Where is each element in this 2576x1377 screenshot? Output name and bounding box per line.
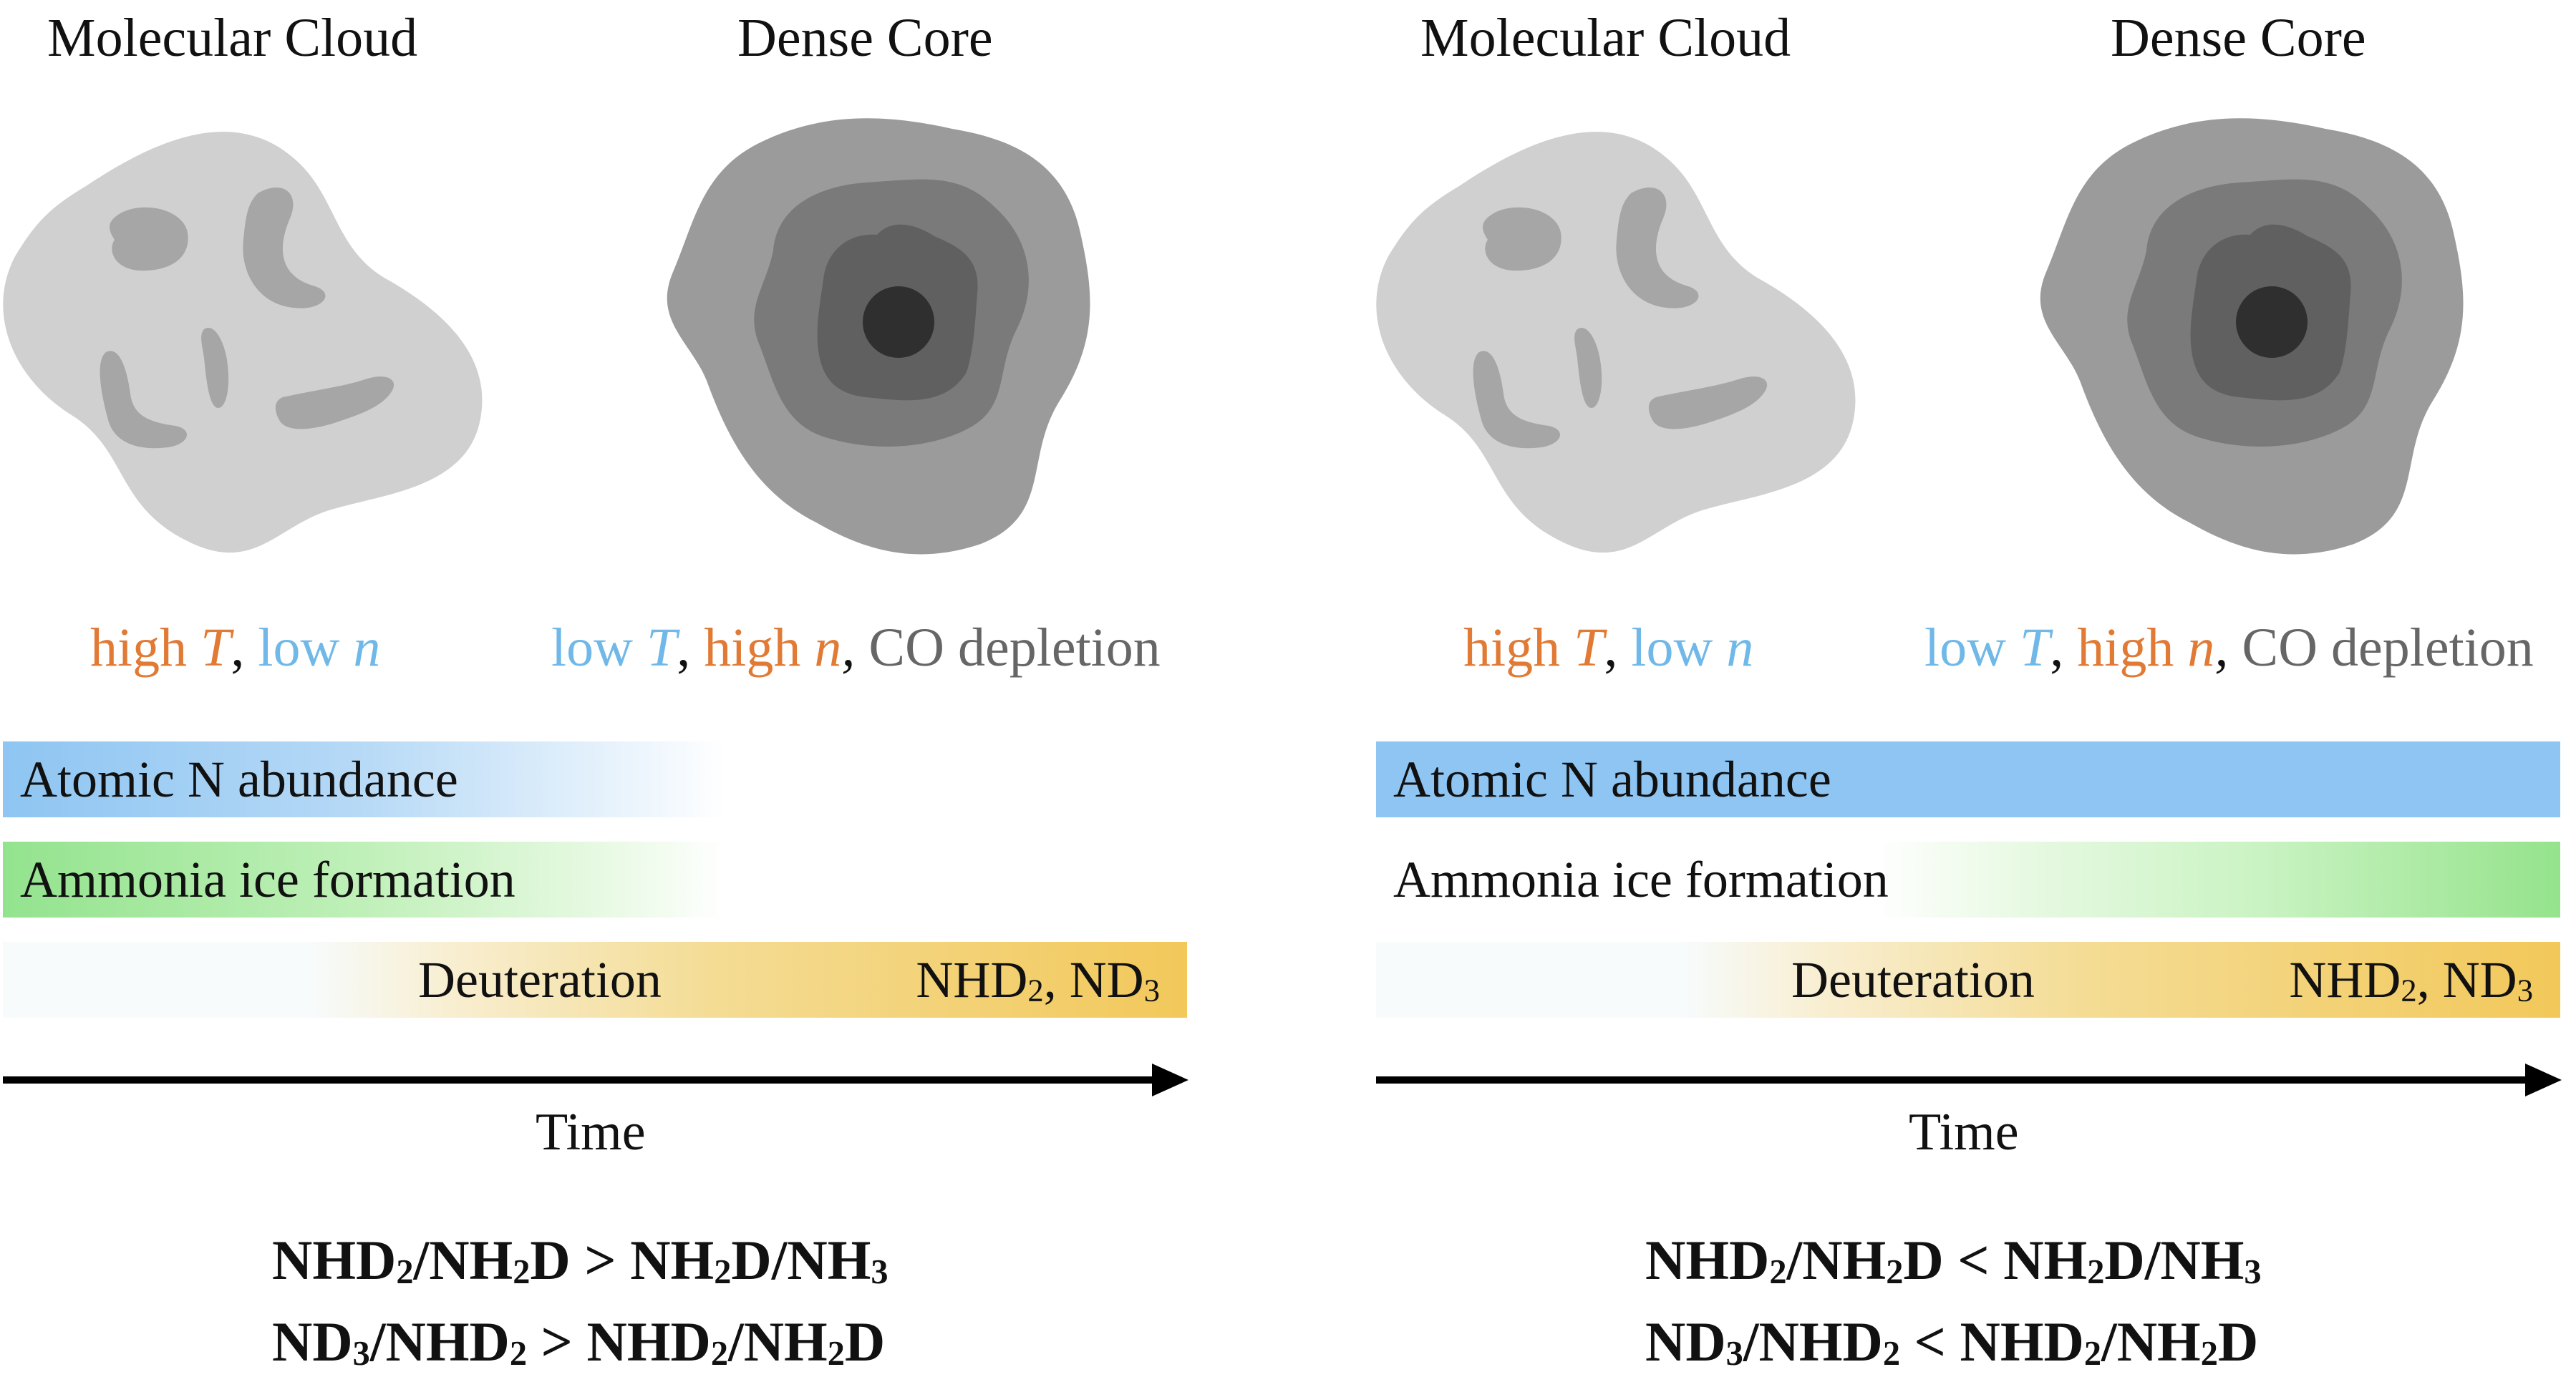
- cond-sep: ,: [2050, 618, 2078, 678]
- ratio-line-2: ND3/NHD2 > NHD2/NH2D: [272, 1310, 886, 1373]
- deuteration-bar: Deuteration NHD2, ND3: [1376, 942, 2560, 1018]
- atomic-n-label: Atomic N abundance: [20, 751, 458, 808]
- molecular-cloud-title: Molecular Cloud: [1420, 8, 1791, 68]
- cond-sep: ,: [677, 618, 704, 678]
- cond-high: high: [704, 618, 801, 678]
- ratio-operator: <: [1957, 1229, 1990, 1291]
- time-arrow: [1376, 1064, 2562, 1096]
- deuterated-species-label: NHD2, ND3: [916, 951, 1160, 1008]
- molecular-cloud-shape: [1376, 132, 1856, 553]
- ratio-line-2: ND3/NHD2 < NHD2/NH2D: [1645, 1310, 2259, 1373]
- left-panel: Molecular Cloud Dense Core high T, low n…: [0, 0, 1188, 1377]
- cond-co-depletion: CO depletion: [2228, 618, 2534, 678]
- dense-core-shape: [2040, 118, 2464, 555]
- cond-density: n: [353, 618, 381, 678]
- cloud-conditions: high T, low n: [1463, 617, 1753, 679]
- cond-low: low: [258, 618, 340, 678]
- cond-temperature: T: [200, 618, 231, 678]
- ammonia-ice-bar: Ammonia ice formation: [1376, 842, 2560, 918]
- cond-temperature: T: [647, 618, 677, 678]
- cond-high: high: [1463, 618, 1561, 678]
- deuteration-label: Deuteration: [1791, 951, 2035, 1008]
- ammonia-ice-label: Ammonia ice formation: [20, 851, 515, 908]
- time-label: Time: [1909, 1103, 2019, 1162]
- deuteration-label: Deuteration: [418, 951, 662, 1008]
- time-arrow: [3, 1064, 1188, 1096]
- cond-co-depletion: CO depletion: [855, 618, 1161, 678]
- ammonia-ice-bar: Ammonia ice formation: [3, 842, 1187, 918]
- cond-density: n: [814, 618, 842, 678]
- deuterated-species-label: NHD2, ND3: [2289, 951, 2533, 1008]
- cond-low: low: [1631, 618, 1713, 678]
- cond-sep: ,: [231, 618, 258, 678]
- core-conditions: low T, high n, CO depletion: [1924, 617, 2534, 679]
- cond-sep: ,: [841, 618, 856, 678]
- ratio-line-1: NHD2/NH2D > NH2D/NH3: [272, 1229, 888, 1291]
- dense-core-title: Dense Core: [737, 8, 993, 68]
- cond-temperature: T: [2020, 618, 2050, 678]
- atomic-n-bar: Atomic N abundance: [3, 741, 1187, 817]
- molecular-cloud-shape: [3, 132, 483, 553]
- cond-high: high: [90, 618, 188, 678]
- dense-core-title: Dense Core: [2111, 8, 2366, 68]
- ammonia-ice-label: Ammonia ice formation: [1393, 851, 1889, 908]
- time-label: Time: [536, 1103, 646, 1162]
- ratio-operator: <: [1914, 1310, 1946, 1373]
- molecular-cloud-title: Molecular Cloud: [47, 8, 418, 68]
- cond-density: n: [2187, 618, 2215, 678]
- cloud-conditions: high T, low n: [90, 617, 380, 679]
- cond-sep: ,: [1604, 618, 1632, 678]
- cond-temperature: T: [1574, 618, 1604, 678]
- ratio-line-1: NHD2/NH2D < NH2D/NH3: [1645, 1229, 2262, 1291]
- ratio-operator: >: [584, 1229, 616, 1291]
- dense-core-shape: [667, 118, 1090, 555]
- cond-sep: ,: [2214, 618, 2229, 678]
- atomic-n-label: Atomic N abundance: [1393, 751, 1831, 808]
- cond-low: low: [551, 618, 633, 678]
- cond-density: n: [1726, 618, 1754, 678]
- cond-low: low: [1924, 618, 2006, 678]
- right-panel: Molecular Cloud Dense Core high T, low n…: [1373, 0, 2562, 1377]
- deuteration-bar: Deuteration NHD2, ND3: [3, 942, 1187, 1018]
- ratio-operator: >: [541, 1310, 573, 1373]
- cond-high: high: [2077, 618, 2174, 678]
- atomic-n-bar: Atomic N abundance: [1376, 741, 2560, 817]
- core-conditions: low T, high n, CO depletion: [551, 617, 1161, 679]
